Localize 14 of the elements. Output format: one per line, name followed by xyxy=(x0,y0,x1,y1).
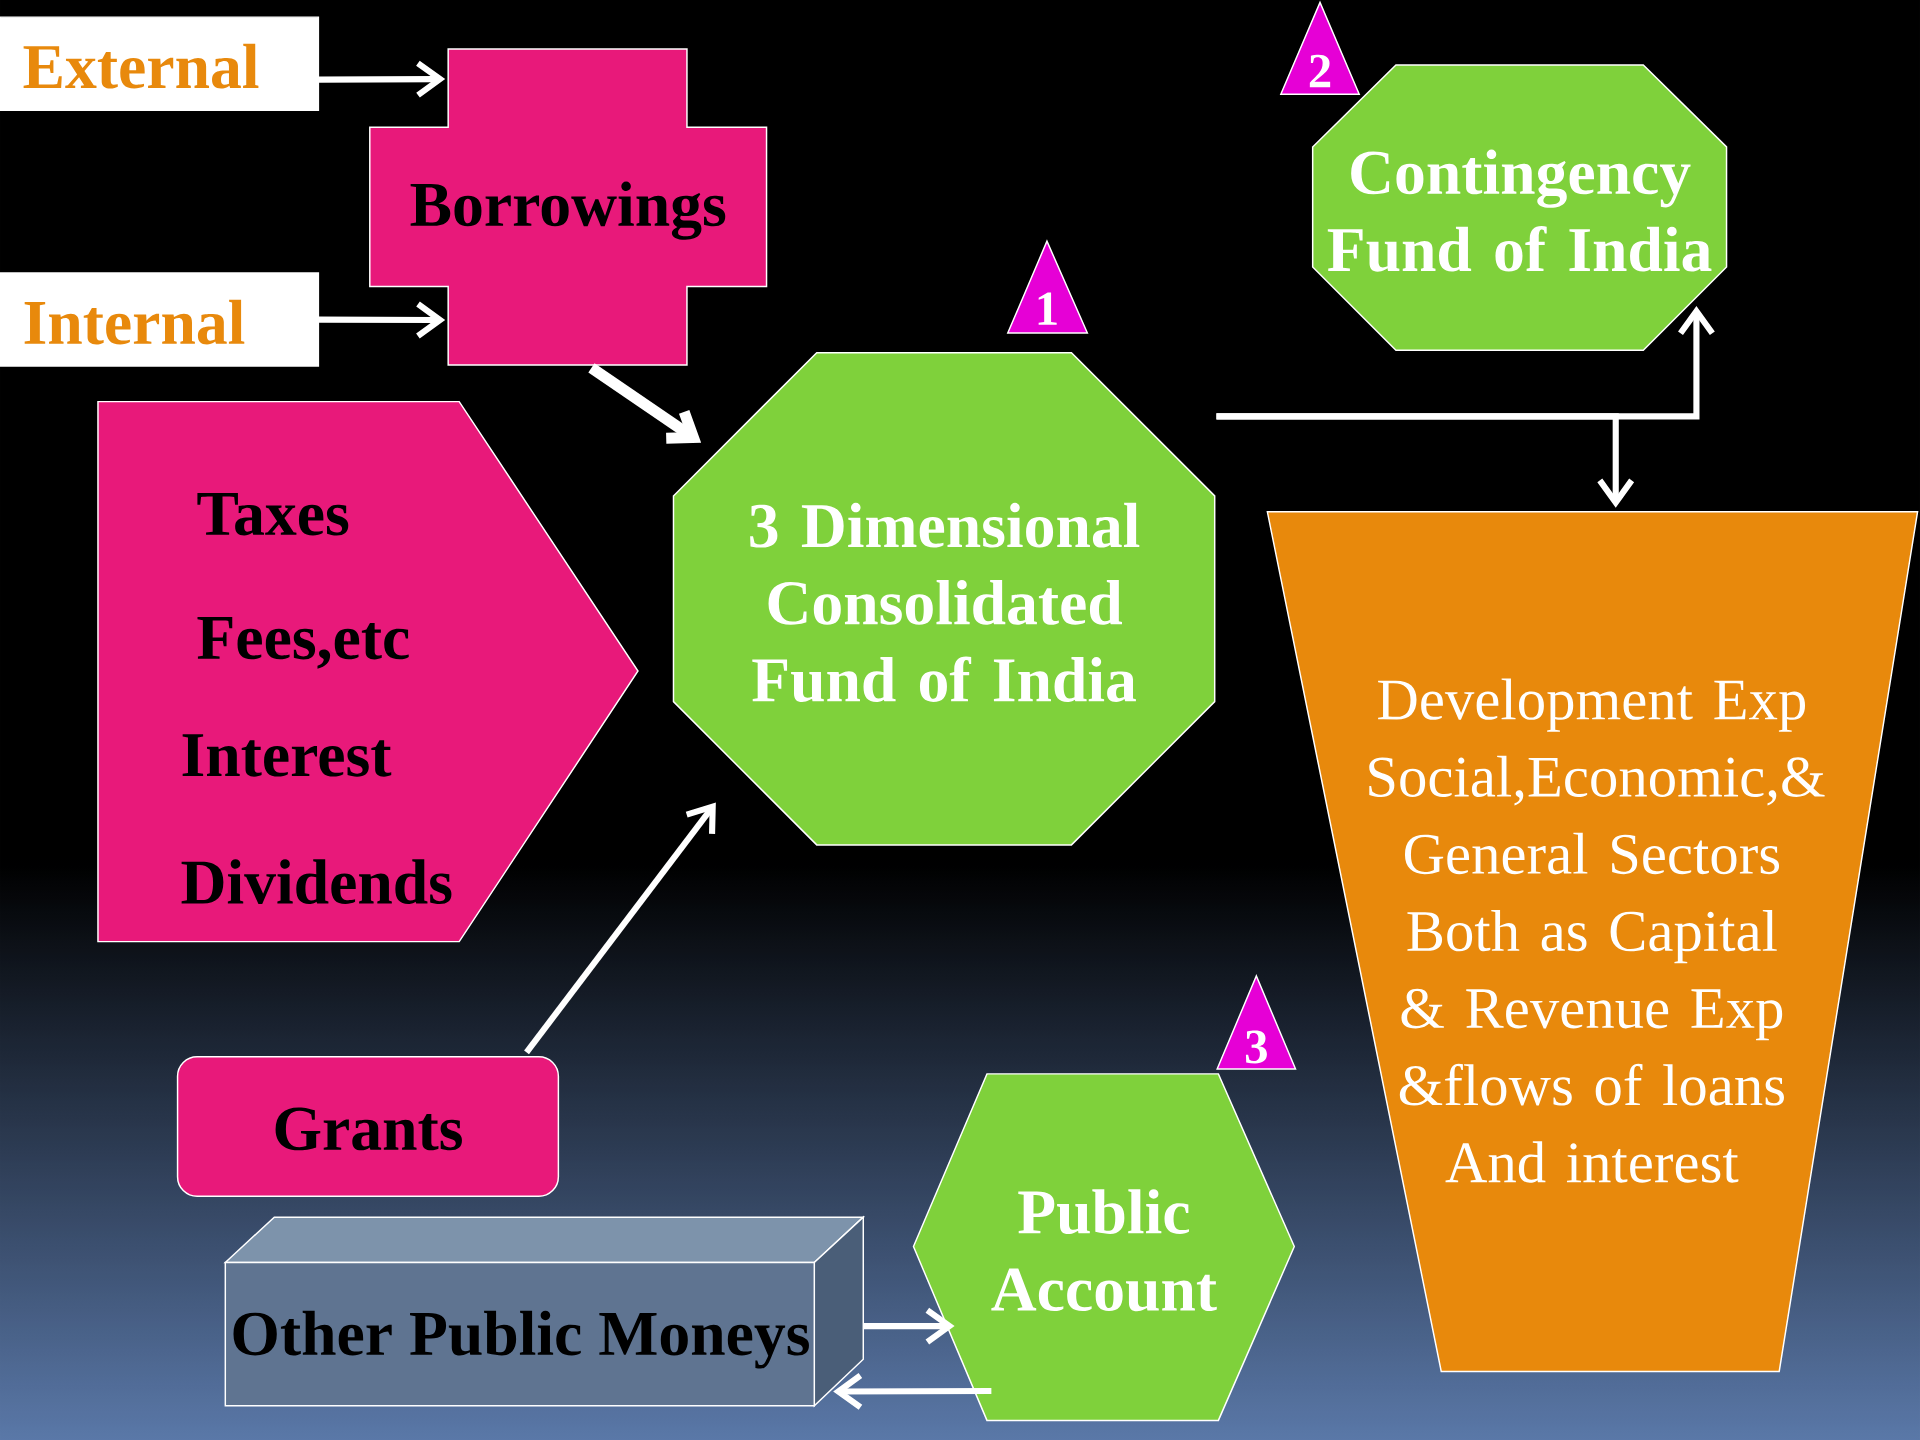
arrow xyxy=(318,301,446,339)
hexagon: Public Account xyxy=(912,1073,1296,1422)
arrow xyxy=(318,60,446,98)
label-box: External xyxy=(0,16,320,111)
arrow xyxy=(588,363,702,444)
trapezoid: Development Exp Social,Economic,& General Sectors Both as Capital & Revenue Exp &flows of loans And interest xyxy=(1266,511,1919,1373)
arrow xyxy=(1216,413,1635,508)
octagon: 3 Dimensional Consolidated Fund of India xyxy=(672,351,1216,846)
label-box: Internal xyxy=(0,272,320,367)
rounded-box: Grants xyxy=(176,1056,560,1198)
arrow xyxy=(833,1373,992,1410)
arrow xyxy=(524,802,716,1055)
pentagon-box: Taxes Fees,etc Interest Dividends xyxy=(97,400,639,943)
arrow xyxy=(863,1307,955,1345)
